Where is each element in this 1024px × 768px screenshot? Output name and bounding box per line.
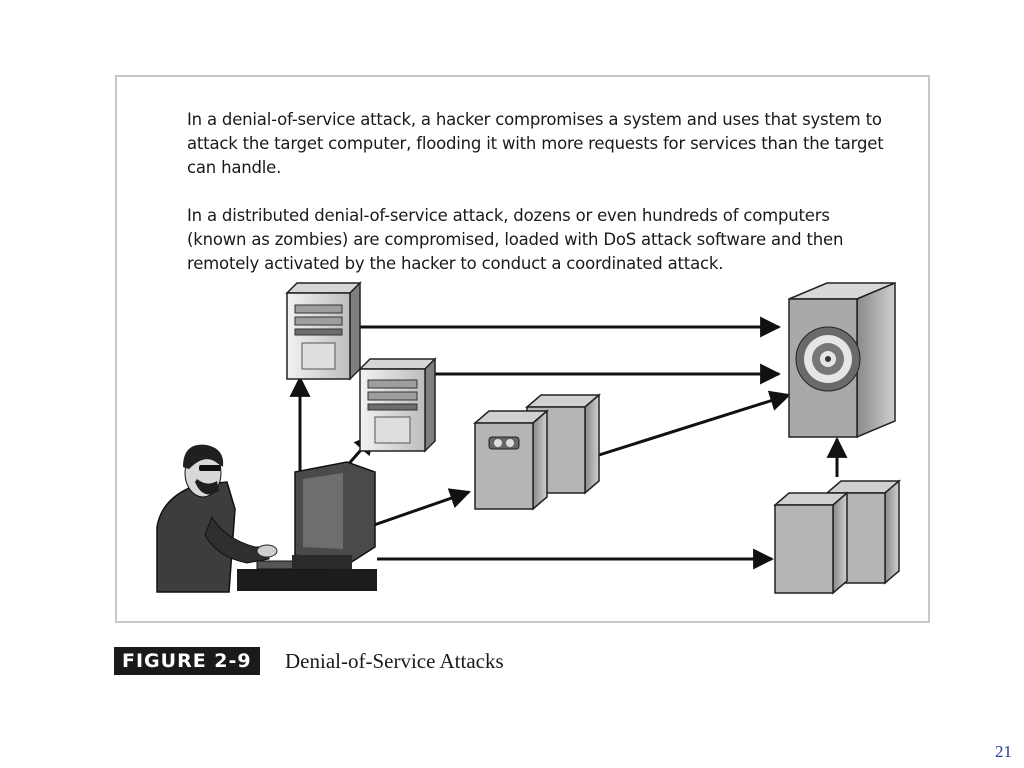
figure-title: Denial-of-Service Attacks	[285, 649, 504, 673]
ddos-paragraph: In a distributed denial-of-service attac…	[187, 206, 844, 273]
hacker-at-computer-icon	[156, 444, 377, 593]
zombie-servers-2-icon	[772, 479, 902, 595]
target-server-icon	[788, 281, 896, 439]
figure-frame: In a denial-of-service attack, a hacker …	[115, 75, 930, 623]
zombie-pc-1-icon	[285, 281, 362, 381]
dos-paragraph: In a denial-of-service attack, a hacker …	[187, 110, 884, 177]
figure-label: FIGURE 2-9	[114, 647, 260, 675]
arrow-servers1-to-target	[598, 390, 792, 457]
dos-diagram	[156, 281, 902, 595]
page-number: 21	[995, 742, 1012, 761]
arrow-hacker-to-servers1	[373, 488, 471, 527]
zombie-servers-1-icon	[472, 393, 602, 511]
zombie-pc-2-icon	[358, 357, 437, 453]
